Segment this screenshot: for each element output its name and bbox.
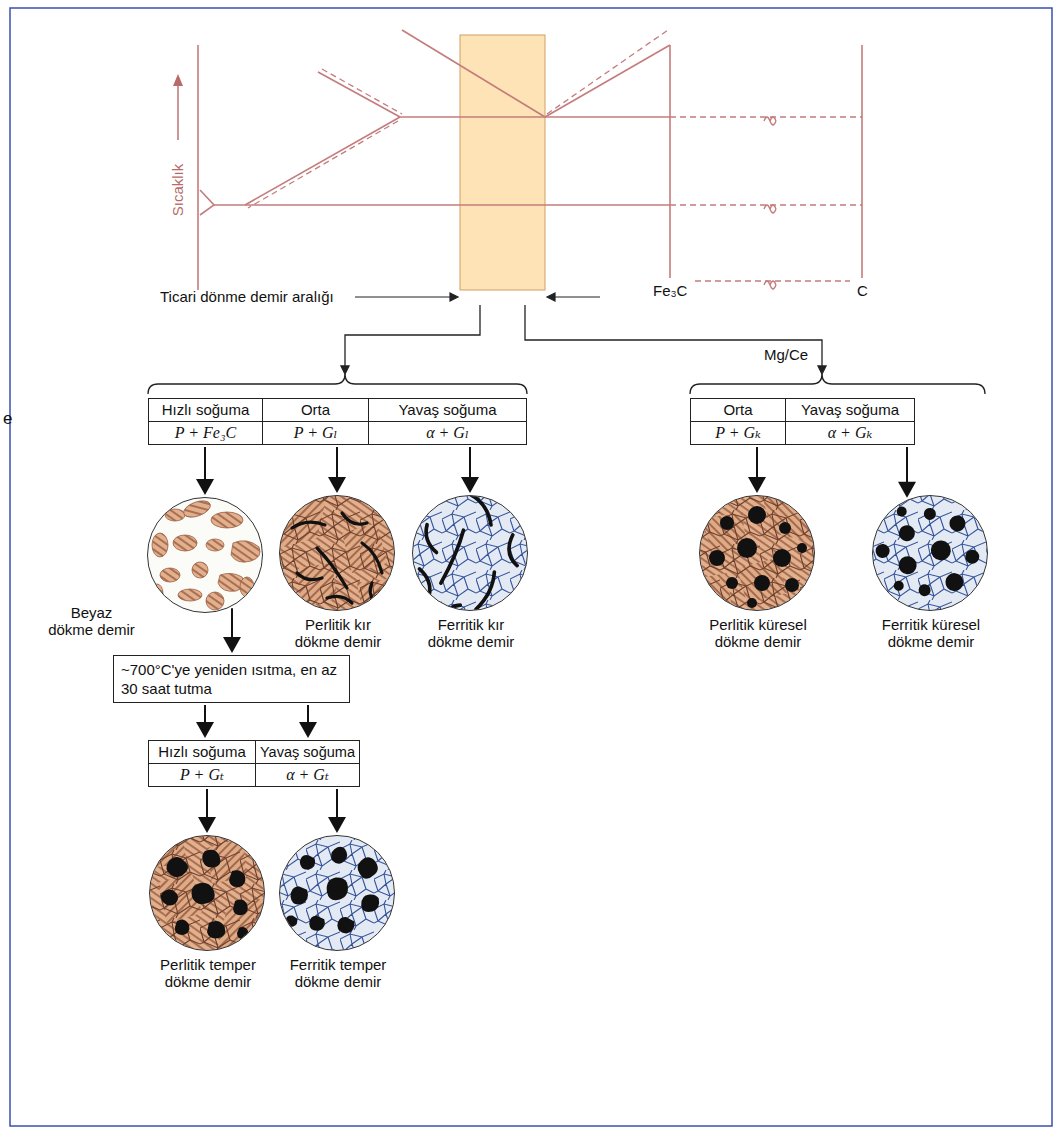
micrograph-circle: Ferritik küresel dökme demir [872, 495, 988, 611]
micrograph-circle: Ferritik kır dökme demir [412, 495, 528, 611]
arrow-connector [196, 705, 214, 738]
connector-line [906, 447, 908, 484]
arrow-head [898, 482, 916, 498]
connector-line [206, 789, 208, 819]
arrow-connector [898, 447, 916, 498]
arrow-head [198, 817, 216, 833]
cooling-rate: Yavaş soğuma [786, 399, 914, 422]
connector-line [756, 447, 758, 479]
phase-formula: P + Gₖ [691, 422, 785, 444]
phase-formula: α + Gₜ [256, 764, 359, 786]
arrow-connector [748, 447, 766, 493]
connector-line [204, 705, 206, 724]
micrograph-caption: Perlitik küresel dökme demir [696, 616, 821, 650]
arrow-head [748, 477, 766, 493]
cut-off-letter: e [3, 410, 12, 428]
micrograph-caption: Beyaz dökme demir [47, 604, 136, 638]
cooling-rate: Hızlı soğuma [149, 741, 255, 764]
phase-formula: P + Gₜ [149, 764, 255, 786]
connector-line [231, 608, 233, 639]
arrow-connector [223, 608, 241, 653]
cooling-rate: Yavaş soğuma [369, 399, 526, 422]
table-cell: OrtaP + Gₖ [690, 398, 786, 445]
micrograph-caption: Perlitik temper dökme demir [146, 956, 271, 990]
arrow-connector [461, 447, 479, 493]
connector-line [307, 705, 309, 724]
connector-line [336, 447, 338, 479]
table-cell: Yavaş soğumaα + Gₖ [785, 398, 915, 445]
process-text: ~700°C'ye yeniden ısıtma, en az 30 saat … [121, 660, 342, 698]
arrow-connector [198, 789, 216, 833]
phase-formula: α + Gₖ [786, 422, 914, 444]
connector-line [336, 789, 338, 819]
arrow-head [196, 479, 214, 495]
process-box: ~700°C'ye yeniden ısıtma, en az 30 saat … [113, 655, 350, 703]
table-cell: OrtaP + Gₗ [262, 398, 369, 445]
table-cell: Yavaş soğumaα + Gₜ [255, 740, 360, 787]
arrow-connector [299, 705, 317, 738]
arrow-connector [196, 447, 214, 495]
micrograph-circle: Ferritik temper dökme demir [279, 835, 395, 951]
table-cell: Yavaş soğumaα + Gₗ [368, 398, 527, 445]
micrographs [145, 480, 997, 953]
micrograph-caption: Ferritik kır dökme demir [421, 616, 521, 650]
table-cell: Hızlı soğumaP + Fe₃C [148, 398, 263, 445]
range-brackets [148, 305, 985, 394]
phase-formula: α + Gₗ [369, 422, 526, 444]
phase-label: Fe₃C [653, 282, 687, 300]
micrograph-circle: Perlitik küresel dökme demir [699, 495, 815, 611]
micrograph-caption: Ferritik temper dökme demir [276, 956, 401, 990]
micrograph-circle: Perlitik temper dökme demir [149, 835, 265, 951]
range-label: Ticari dönme demir aralığı [160, 288, 334, 306]
micrograph-circle: Perlitik kır dökme demir [279, 495, 395, 611]
frame [10, 8, 1052, 1126]
cooling-rate: Yavaş soğuma [256, 741, 359, 764]
arrow-connector [328, 789, 346, 833]
cooling-rate: Hızlı soğuma [149, 399, 262, 422]
micrograph-circle: Beyaz dökme demir [147, 497, 263, 613]
cooling-rate: Orta [263, 399, 368, 422]
alloy-label: Mg/Ce [764, 346, 808, 364]
arrow-head [461, 477, 479, 493]
cooling-rate: Orta [691, 399, 785, 422]
arrow-head [328, 477, 346, 493]
table-cell: Hızlı soğumaP + Gₜ [148, 740, 256, 787]
arrow-head [196, 722, 214, 738]
phase-formula: P + Fe₃C [149, 422, 262, 444]
arrow-head [223, 637, 241, 653]
phase-diagram [173, 30, 862, 301]
phase-label: C [857, 282, 868, 300]
arrow-head [328, 817, 346, 833]
arrow-connector [328, 447, 346, 493]
phase-formula: P + Gₗ [263, 422, 368, 444]
arrow-head [299, 722, 317, 738]
connector-line [469, 447, 471, 479]
micrograph-caption: Perlitik kır dökme demir [288, 616, 388, 650]
connector-line [204, 447, 206, 481]
micrograph-caption: Ferritik küresel dökme demir [869, 616, 994, 650]
axis-label: Sıcaklık [169, 164, 187, 217]
